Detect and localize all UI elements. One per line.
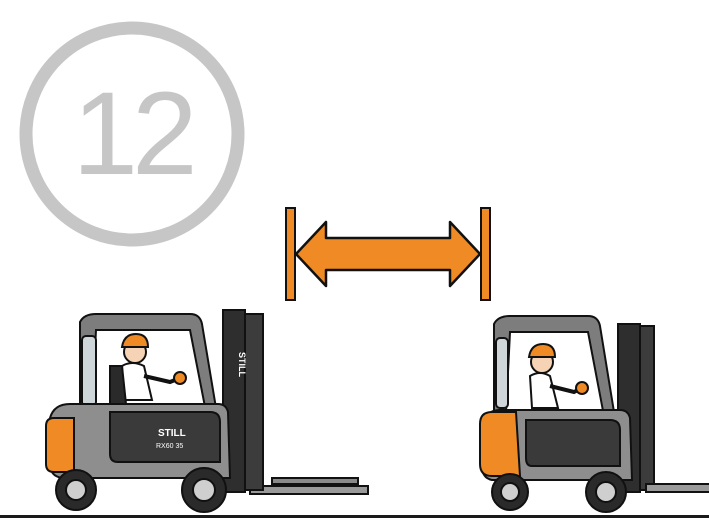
steering-knob-icon <box>173 371 187 385</box>
forklift-right <box>479 315 709 513</box>
fork-icon <box>249 485 369 495</box>
step-badge-ring <box>19 21 245 247</box>
hard-hat-icon <box>120 332 150 348</box>
steering-knob-icon <box>575 381 589 395</box>
body-brand-label: STILL <box>158 428 186 439</box>
ground-line <box>0 515 709 518</box>
counterweight-icon <box>479 411 522 477</box>
step-number: 12 <box>72 68 197 200</box>
fork-icon <box>645 483 709 493</box>
double-headed-arrow-icon <box>285 207 491 301</box>
mast-brand-label: STILL <box>237 352 247 377</box>
forklift-left: STILL STILL RX60 35 <box>45 309 369 513</box>
hard-hat-icon <box>527 342 557 358</box>
counterweight-icon <box>45 417 75 473</box>
body-model-label: RX60 35 <box>156 443 183 450</box>
